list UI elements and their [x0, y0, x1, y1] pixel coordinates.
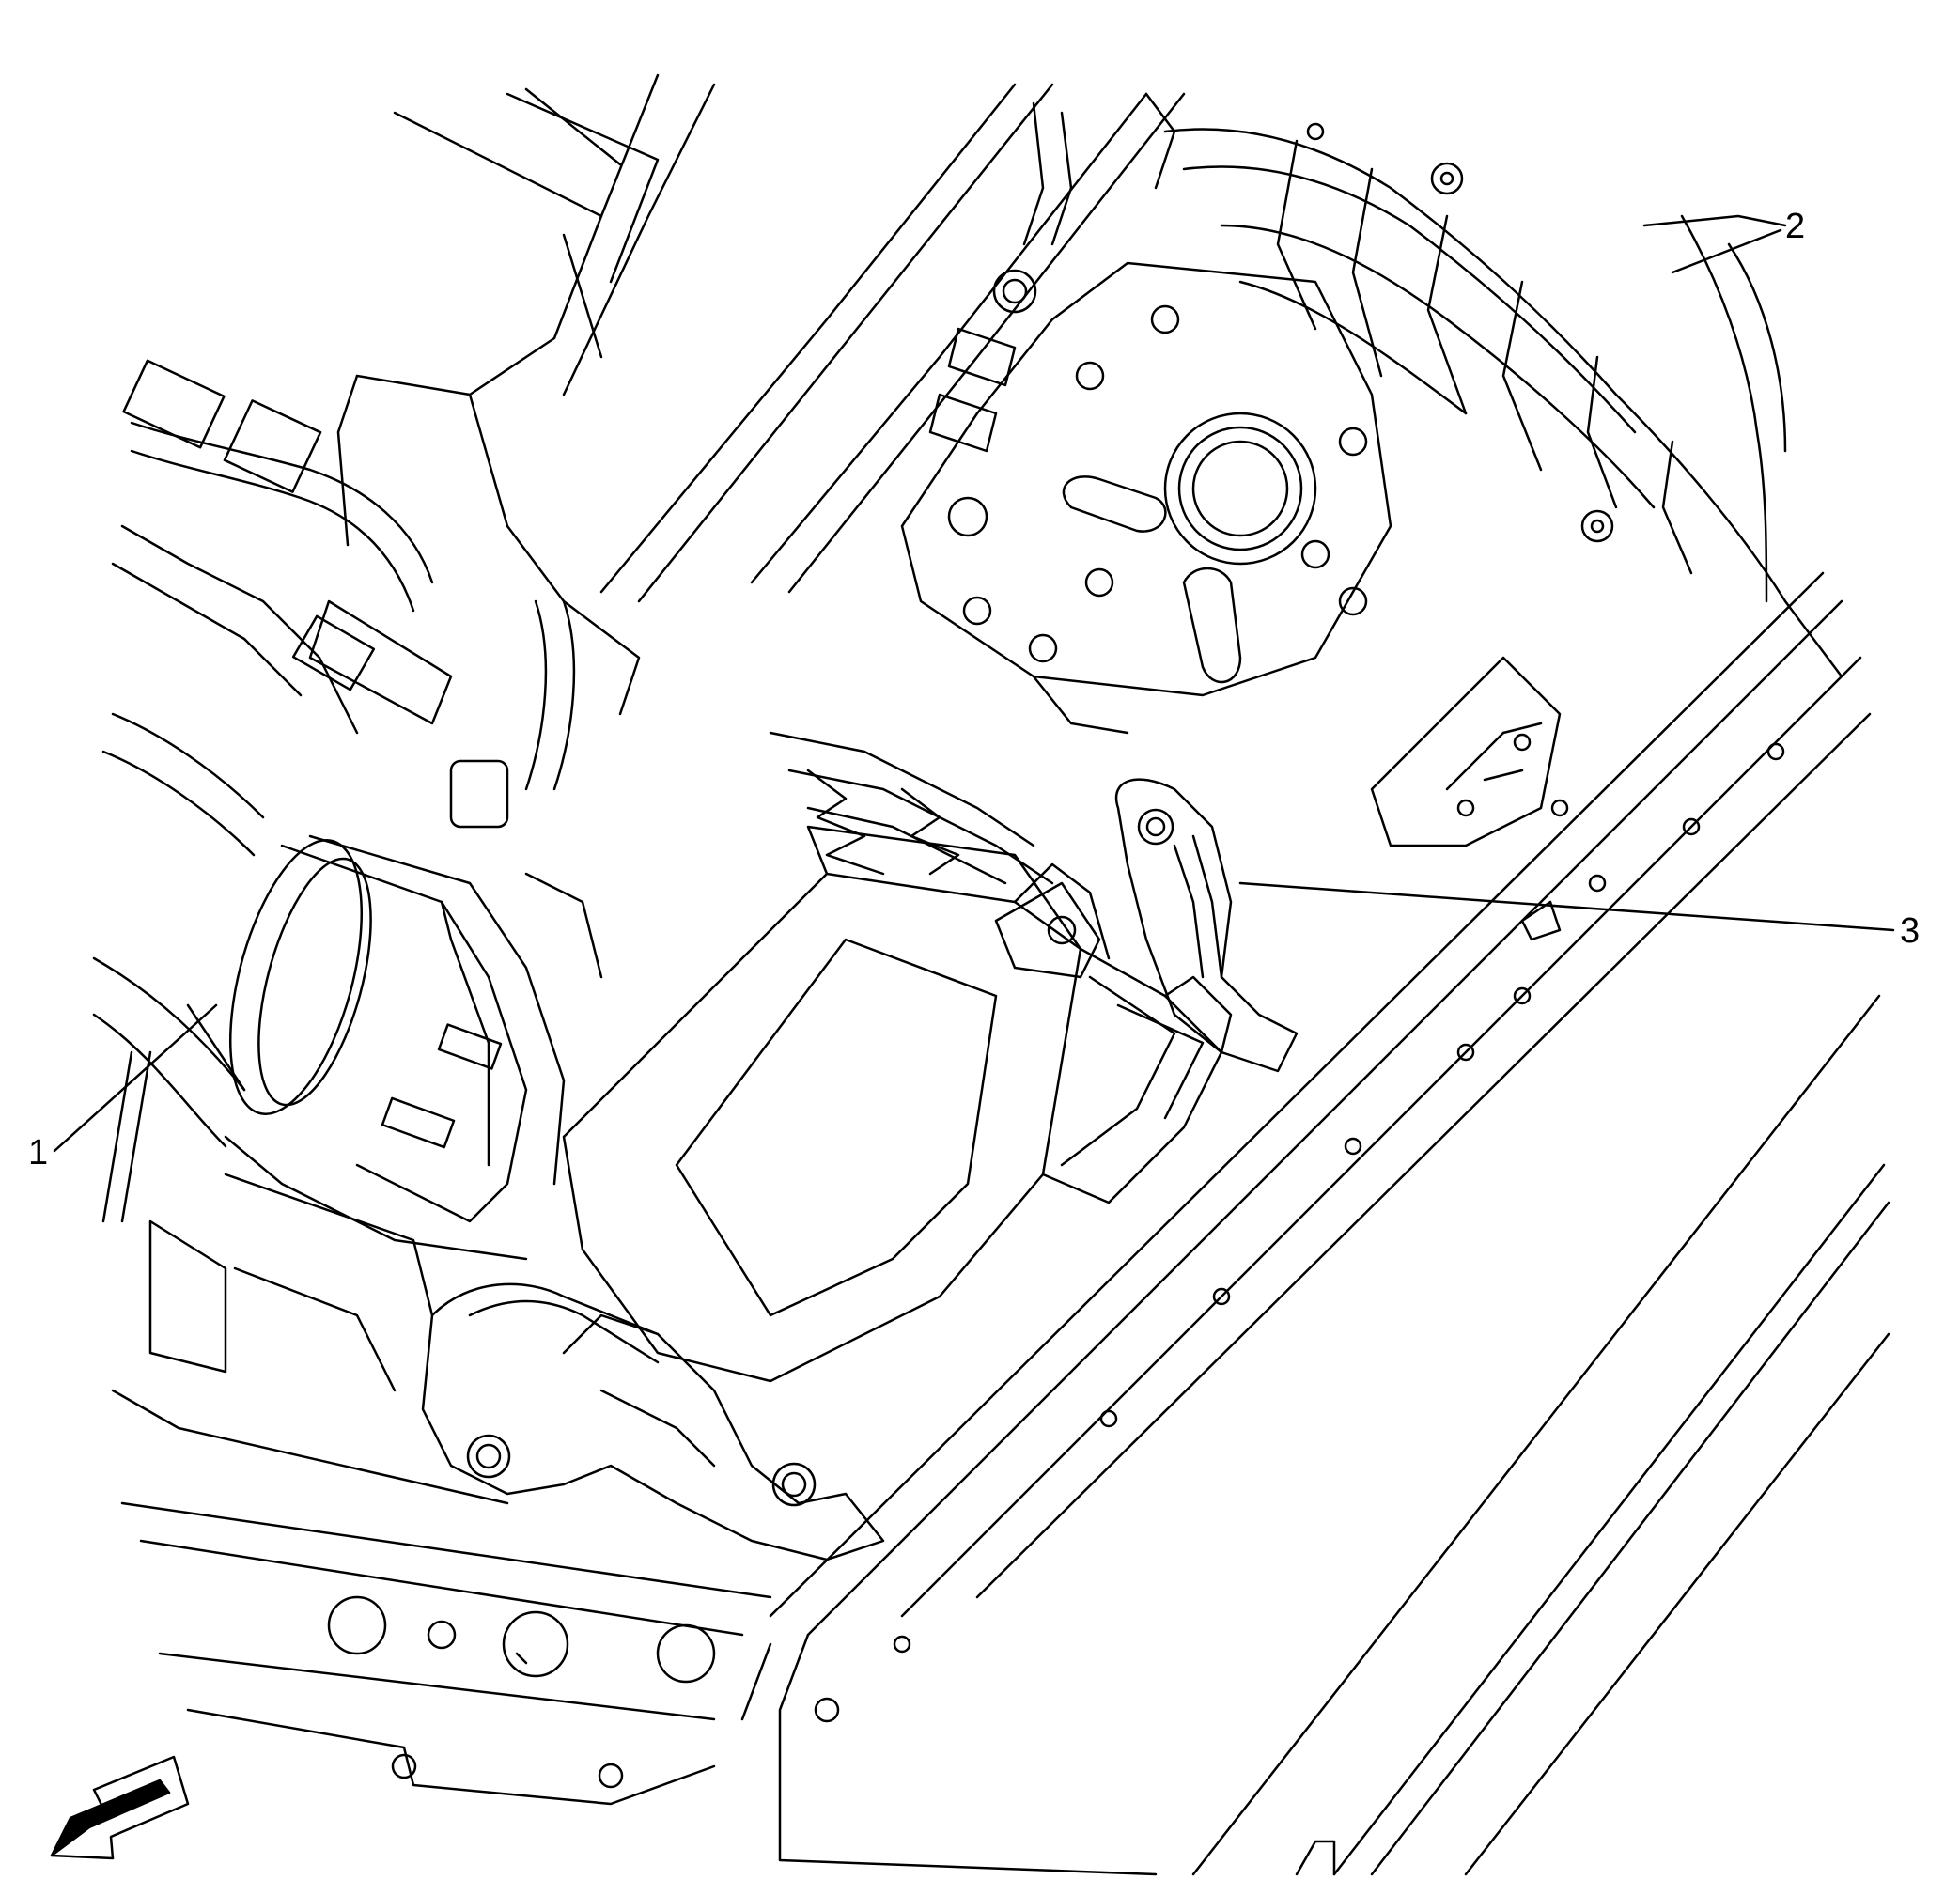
callout-label-1: 1	[28, 1133, 49, 1173]
leader-line-3	[1240, 883, 1893, 930]
wiring-harness-left	[103, 361, 574, 1221]
mounting-plate	[902, 263, 1391, 733]
leader-line-1	[54, 1005, 216, 1151]
right-bracket	[1372, 658, 1567, 846]
lower-mount-bracket	[150, 1174, 883, 1560]
body-frame-panel	[1165, 124, 1842, 676]
callout-label-3: 3	[1900, 911, 1921, 951]
callout-label-2: 2	[1785, 207, 1806, 246]
air-intake-duct	[94, 827, 601, 1259]
bolt-icon	[468, 1436, 509, 1477]
bolt-icon	[773, 1464, 815, 1505]
mount-bracket-center	[564, 733, 1231, 1381]
engine-block	[338, 75, 714, 714]
upper-rail	[601, 85, 1184, 601]
torque-strut	[996, 780, 1297, 1071]
arrow-icon	[52, 1757, 188, 1858]
leader-line-2	[1672, 230, 1781, 272]
lower-crossmember	[113, 1390, 770, 1804]
bolt-icon	[1139, 810, 1173, 844]
frame-rail	[742, 573, 1889, 1874]
